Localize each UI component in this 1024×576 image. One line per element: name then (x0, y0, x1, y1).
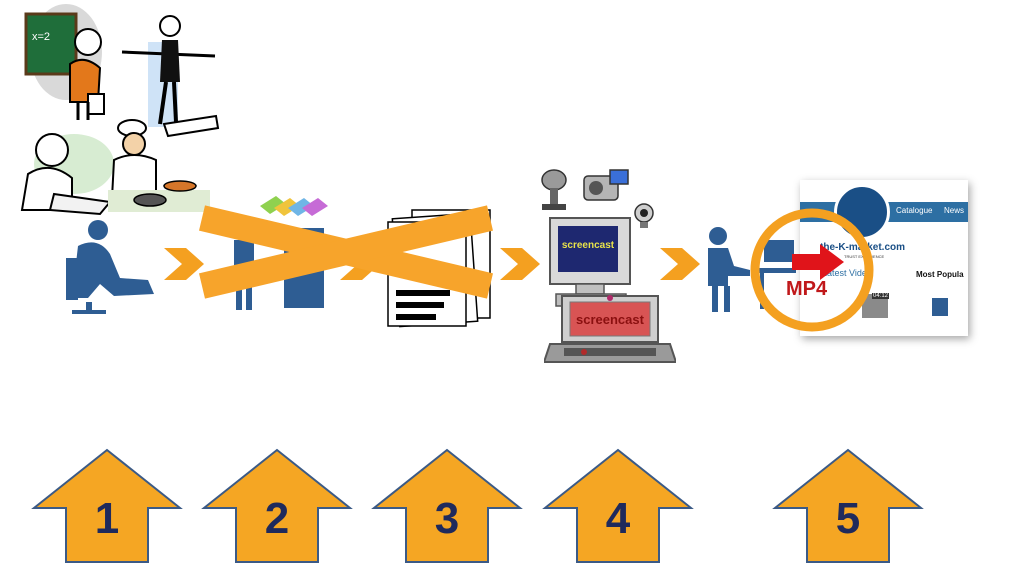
nav-news[interactable]: News (944, 206, 965, 215)
highlight-circle (748, 206, 876, 334)
thumbnail-duration: 04:12 (872, 293, 890, 299)
cross-out-mark (196, 204, 496, 300)
step-1-arrow (30, 448, 184, 564)
chevron-right-icon (160, 244, 208, 289)
chevron-right-icon (496, 244, 544, 289)
step-5-arrow (771, 448, 925, 564)
tab-most-popular[interactable]: Most Popula (916, 270, 964, 279)
webcam-icon (632, 202, 658, 230)
step-3-arrow (370, 448, 524, 564)
video-camera-icon (580, 166, 632, 206)
writer-clipart (14, 124, 114, 216)
step-number-1: 1 (94, 494, 120, 543)
step-number-3: 3 (434, 494, 460, 543)
popular-thumbnail[interactable] (932, 298, 948, 316)
monitor-screen-label: screencast (561, 240, 615, 251)
teacher-clipart: x=2 (18, 2, 108, 122)
laptop-screen-label: screencast (576, 312, 644, 327)
step-4-arrow (541, 448, 695, 564)
tab-latest-video[interactable]: Latest Video (822, 268, 872, 278)
step-number-5: 5 (835, 494, 861, 543)
dancer-clipart (120, 12, 220, 142)
step-number-4: 4 (605, 494, 631, 543)
chef-clipart (106, 118, 210, 214)
red-arrow-icon (790, 242, 846, 282)
seated-person-icon (58, 218, 162, 316)
nav-catalogue[interactable]: Catalogue (896, 206, 933, 215)
svg-text:x=2: x=2 (32, 31, 50, 43)
step-2-arrow (200, 448, 354, 564)
folders-icon (258, 190, 334, 220)
microphone-icon (536, 168, 572, 212)
mp4-label: MP4 (786, 278, 828, 300)
step-number-2: 2 (264, 494, 290, 543)
chevron-right-icon (656, 244, 704, 289)
laptop (542, 294, 678, 366)
